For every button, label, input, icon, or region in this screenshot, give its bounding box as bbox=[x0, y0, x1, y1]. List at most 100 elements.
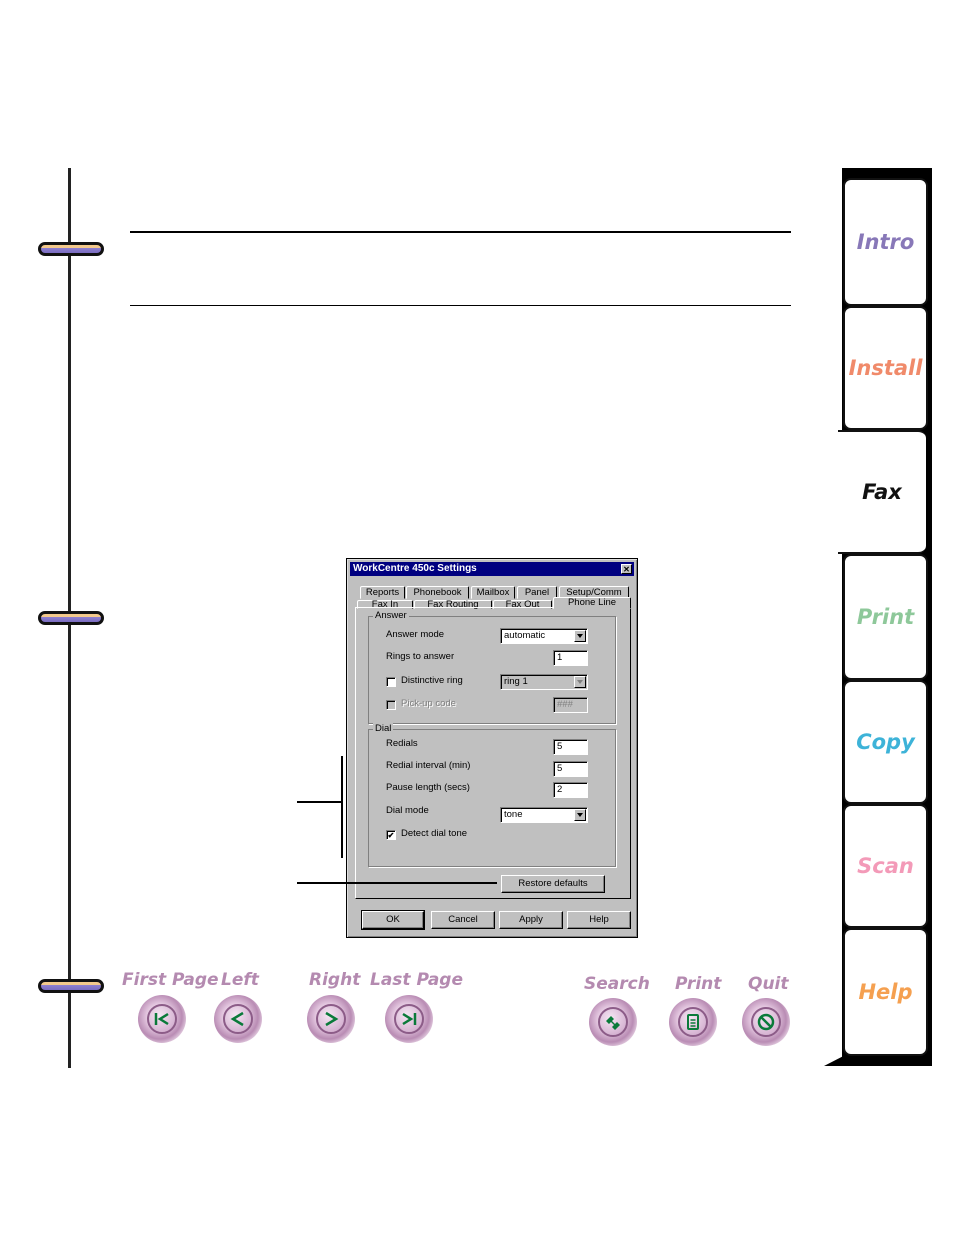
dial-group-label: Dial bbox=[373, 723, 394, 734]
no-entry-icon bbox=[757, 1013, 775, 1031]
distinctive-ring-label: Distinctive ring bbox=[401, 675, 463, 686]
tab-label: Reports bbox=[365, 587, 400, 598]
restore-defaults-button[interactable]: Restore defaults bbox=[501, 875, 605, 893]
binder-ring bbox=[38, 242, 104, 256]
pickup-code-input[interactable]: ### bbox=[553, 697, 588, 713]
tab-fax-in[interactable]: Fax In bbox=[357, 600, 413, 609]
tab-fax[interactable]: Fax bbox=[838, 430, 926, 554]
tab-help[interactable]: Help bbox=[843, 928, 928, 1056]
settings-dialog: WorkCentre 450c Settings ✕ Reports Phone… bbox=[346, 558, 638, 938]
pickup-code-label: Pick-up code bbox=[401, 698, 456, 709]
right-label: Right bbox=[309, 970, 361, 990]
distinctive-ring-value: ring 1 bbox=[504, 676, 528, 687]
tab-label: Setup/Comm bbox=[566, 587, 622, 598]
check-icon: ✔ bbox=[387, 831, 395, 840]
tab-print-label: Print bbox=[856, 605, 915, 629]
last-page-icon bbox=[402, 1012, 417, 1026]
tab-scan[interactable]: Scan bbox=[843, 804, 928, 928]
right-button[interactable] bbox=[307, 995, 355, 1043]
callout-line-restore bbox=[297, 882, 497, 884]
tab-phonebook[interactable]: Phonebook bbox=[406, 586, 469, 599]
callout-bracket bbox=[341, 756, 343, 858]
phone-line-panel: Answer Answer mode automatic Rings to an… bbox=[355, 607, 631, 899]
distinctive-ring-select[interactable]: ring 1 bbox=[500, 674, 588, 690]
tab-help-label: Help bbox=[858, 980, 913, 1004]
redials-input[interactable]: 5 bbox=[553, 739, 588, 755]
pickup-code-checkbox[interactable] bbox=[386, 700, 396, 710]
close-icon: ✕ bbox=[623, 565, 630, 574]
tab-fax-label: Fax bbox=[862, 480, 902, 504]
answer-group-label: Answer bbox=[373, 610, 409, 621]
tab-setup-comm[interactable]: Setup/Comm bbox=[559, 586, 629, 599]
tab-copy[interactable]: Copy bbox=[843, 680, 928, 804]
redial-interval-label: Redial interval (min) bbox=[386, 760, 471, 771]
distinctive-ring-checkbox[interactable] bbox=[386, 677, 396, 687]
first-page-label: First Page bbox=[122, 970, 219, 990]
close-button[interactable]: ✕ bbox=[621, 564, 632, 574]
answer-mode-value: automatic bbox=[504, 630, 546, 641]
dial-mode-value: tone bbox=[504, 809, 523, 820]
tab-mailbox[interactable]: Mailbox bbox=[471, 586, 515, 599]
chevron-left-icon bbox=[230, 1011, 244, 1027]
tab-label: Phonebook bbox=[413, 587, 462, 598]
search-button[interactable] bbox=[589, 998, 637, 1046]
tab-install[interactable]: Install bbox=[843, 306, 928, 430]
tab-label: Fax Out bbox=[505, 599, 540, 610]
tabs-shadow bbox=[824, 1056, 932, 1066]
print-label: Print bbox=[675, 974, 722, 994]
left-button[interactable] bbox=[214, 995, 262, 1043]
binder-ring bbox=[38, 611, 104, 625]
dialog-title: WorkCentre 450c Settings bbox=[353, 563, 477, 574]
quit-label: Quit bbox=[748, 974, 789, 994]
document-icon bbox=[687, 1014, 699, 1030]
callout-line-dial bbox=[297, 801, 341, 803]
dial-mode-select[interactable]: tone bbox=[500, 807, 588, 823]
tab-label: Panel bbox=[524, 587, 550, 598]
answer-mode-label: Answer mode bbox=[386, 629, 445, 640]
pause-length-label: Pause length (secs) bbox=[386, 782, 470, 793]
tab-fax-out[interactable]: Fax Out bbox=[493, 600, 552, 609]
left-label: Left bbox=[221, 970, 259, 990]
binder-ring bbox=[38, 979, 104, 993]
chevron-down-icon[interactable] bbox=[574, 809, 586, 821]
tab-fax-routing[interactable]: Fax Routing bbox=[414, 600, 492, 609]
binoculars-icon bbox=[606, 1016, 620, 1030]
first-page-button[interactable] bbox=[138, 995, 186, 1043]
last-page-button[interactable] bbox=[385, 995, 433, 1043]
redials-label: Redials bbox=[386, 738, 418, 749]
header-rule-bottom bbox=[130, 305, 791, 306]
ok-button[interactable]: OK bbox=[361, 910, 425, 930]
redial-interval-input[interactable]: 5 bbox=[553, 761, 588, 777]
answer-mode-select[interactable]: automatic bbox=[500, 628, 588, 644]
cancel-button[interactable]: Cancel bbox=[431, 911, 495, 929]
rings-to-answer-input[interactable]: 1 bbox=[553, 650, 588, 666]
first-page-icon bbox=[154, 1012, 169, 1026]
help-button[interactable]: Help bbox=[567, 911, 631, 929]
tab-scan-label: Scan bbox=[857, 854, 914, 878]
dialog-titlebar: WorkCentre 450c Settings ✕ bbox=[350, 562, 634, 576]
last-page-label: Last Page bbox=[370, 970, 464, 990]
chevron-down-icon[interactable] bbox=[574, 676, 586, 688]
apply-button[interactable]: Apply bbox=[499, 911, 563, 929]
dial-group bbox=[368, 729, 616, 867]
pause-length-input[interactable]: 2 bbox=[553, 782, 588, 798]
detect-dial-tone-label: Detect dial tone bbox=[401, 828, 468, 839]
tab-reports[interactable]: Reports bbox=[360, 586, 405, 599]
chevron-right-icon bbox=[325, 1011, 339, 1027]
answer-group bbox=[368, 616, 616, 724]
tab-print[interactable]: Print bbox=[843, 554, 928, 680]
print-button[interactable] bbox=[669, 998, 717, 1046]
header-rule-top bbox=[130, 231, 791, 233]
tab-panel[interactable]: Panel bbox=[517, 586, 557, 599]
tab-intro-label: Intro bbox=[856, 230, 915, 254]
tab-copy-label: Copy bbox=[856, 730, 915, 754]
quit-button[interactable] bbox=[742, 998, 790, 1046]
tab-phone-line[interactable]: Phone Line bbox=[553, 597, 631, 609]
tab-install-label: Install bbox=[848, 356, 923, 380]
dial-mode-label: Dial mode bbox=[386, 805, 429, 816]
detect-dial-tone-checkbox[interactable]: ✔ bbox=[386, 830, 396, 840]
tab-label: Fax In bbox=[371, 599, 399, 610]
tab-label: Mailbox bbox=[476, 587, 510, 598]
tab-intro[interactable]: Intro bbox=[843, 178, 928, 306]
chevron-down-icon[interactable] bbox=[574, 630, 586, 642]
